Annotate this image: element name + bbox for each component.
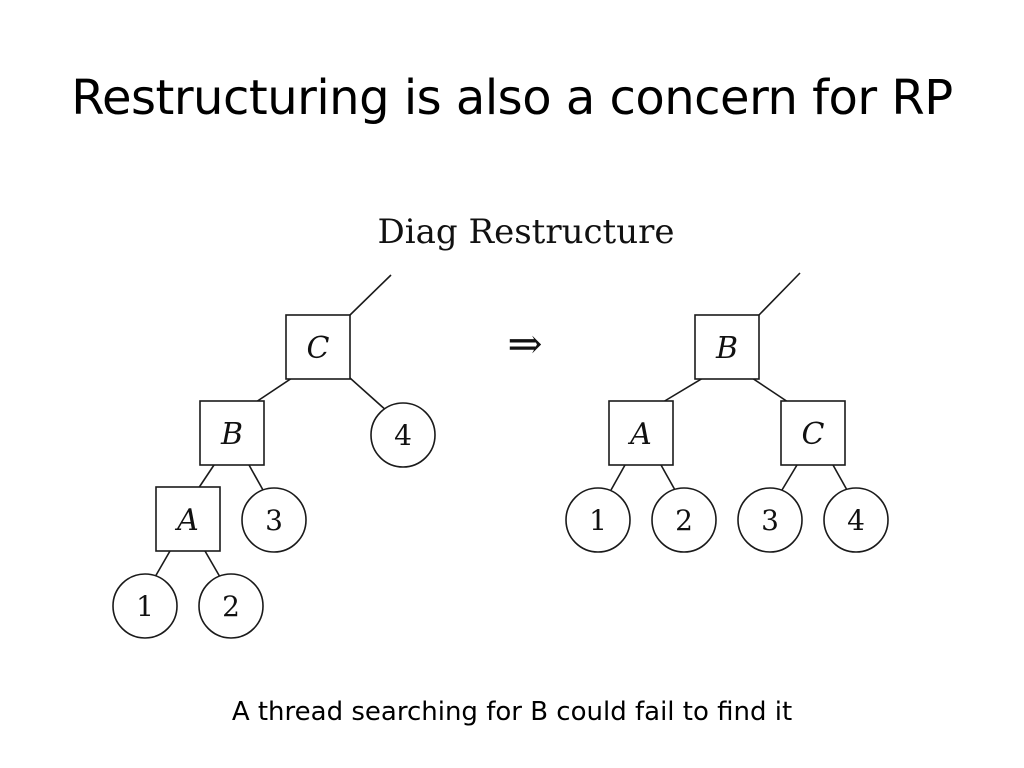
before-node-a-label: A (174, 503, 199, 538)
after-leaf-1-label: 1 (589, 504, 607, 537)
after-node-a: A (608, 400, 674, 466)
after-edge-a-1 (610, 464, 626, 491)
before-edge-b-3 (248, 464, 264, 491)
before-leaf-3-label: 3 (265, 504, 283, 537)
after-edge-c-4 (832, 464, 848, 491)
before-edge-c-4 (349, 377, 389, 413)
after-tree: B A C 1 2 3 4 (565, 272, 889, 553)
after-leaf-1: 1 (565, 487, 631, 553)
after-edge-b-c (751, 377, 789, 403)
before-edge-a-1 (154, 550, 171, 578)
transform-arrow: ⇒ (507, 319, 542, 368)
after-edge-c-3 (781, 464, 798, 491)
before-edge-a-2 (204, 550, 221, 578)
after-node-c: C (780, 400, 846, 466)
after-leaf-4-label: 4 (847, 504, 865, 537)
before-leaf-2-label: 2 (222, 590, 240, 623)
after-edge-b-a (662, 377, 704, 403)
after-root-parent-edge (758, 272, 801, 316)
before-node-a: A (155, 486, 221, 552)
slide-caption: A thread searching for B could fail to f… (231, 697, 793, 727)
before-node-b: B (199, 400, 265, 466)
after-node-c-label: C (802, 417, 825, 452)
before-tree: C 4 B 3 A 1 2 (112, 274, 436, 639)
before-edge-c-b (255, 377, 293, 403)
diagram-title: Diag Restructure (378, 212, 675, 252)
before-leaf-3: 3 (241, 487, 307, 553)
after-node-b-label: B (715, 331, 738, 366)
after-leaf-3-label: 3 (761, 504, 779, 537)
after-leaf-3: 3 (737, 487, 803, 553)
before-leaf-2: 2 (198, 573, 264, 639)
before-leaf-1: 1 (112, 573, 178, 639)
before-leaf-4-label: 4 (394, 419, 412, 452)
before-node-b-label: B (220, 417, 243, 452)
before-node-c: C (285, 314, 351, 380)
after-leaf-4: 4 (823, 487, 889, 553)
after-node-b: B (694, 314, 760, 380)
after-leaf-2-label: 2 (675, 504, 693, 537)
before-leaf-1-label: 1 (136, 590, 154, 623)
before-node-c-label: C (307, 331, 330, 366)
after-node-a-label: A (627, 417, 652, 452)
before-root-parent-edge (349, 274, 392, 316)
after-leaf-2: 2 (651, 487, 717, 553)
before-edge-b-a (197, 464, 215, 490)
slide-title: Restructuring is also a concern for RP (71, 70, 953, 126)
before-leaf-4: 4 (370, 402, 436, 468)
after-edge-a-2 (660, 464, 676, 491)
